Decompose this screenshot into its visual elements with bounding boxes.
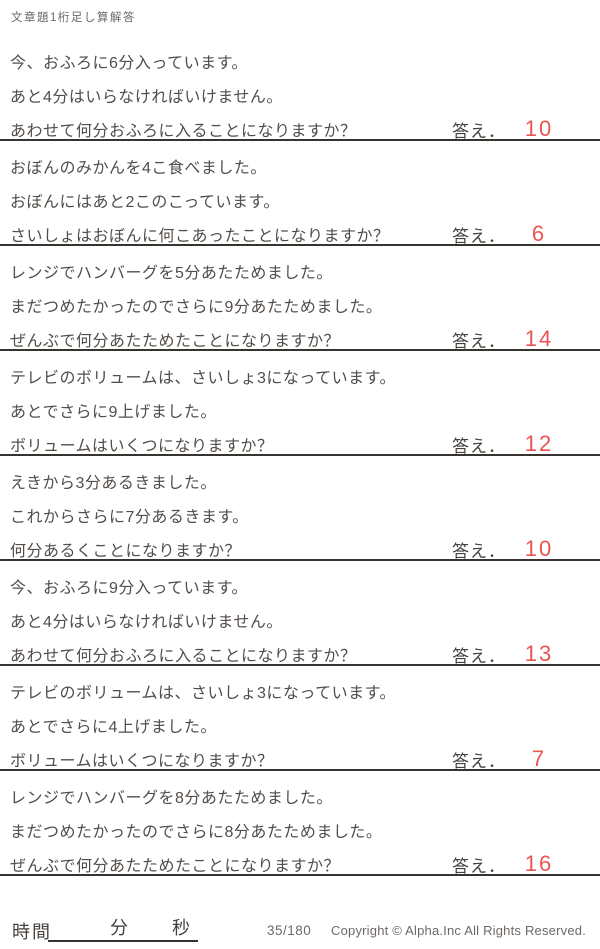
problem-4-question: ボリュームはいくつになりますか？ [10, 438, 274, 455]
problem-6-question-row: あわせて何分おふろに入ることになりますか？ 答え． 13 [0, 637, 600, 671]
problem-5-question-row: 何分あるくことになりますか？ 答え． 10 [0, 532, 600, 566]
problem-8-question-row: ぜんぶで何分あたためたことになりますか？ 答え． 16 [0, 847, 600, 881]
problem-8-sentence-2: まだつめたかったのでさらに8分あたためました。 [10, 824, 383, 841]
answer-label: 答え． [452, 751, 506, 771]
answer-value: 14 [524, 326, 554, 351]
problem-3-sentence-1: レンジでハンバーグを5分あたためました。 [10, 265, 333, 282]
problem-4-sentence-1: テレビのボリュームは、さいしょ3になっています。 [10, 370, 397, 387]
problem-7-question: ボリュームはいくつになりますか？ [10, 753, 274, 770]
answer-value: 7 [531, 746, 547, 771]
seconds-unit-label: 秒 [172, 918, 190, 938]
problem-6-sentence-2: あと4分はいらなければいけません。 [10, 614, 283, 631]
problem-1-question: あわせて何分おふろに入ることになりますか？ [10, 123, 357, 140]
answer-label: 答え． [452, 856, 506, 876]
page-number: 35/180 [267, 923, 312, 938]
answer-label: 答え． [452, 226, 506, 246]
problem-block-4: テレビのボリュームは、さいしょ3になっています。 あとでさらに9上げました。 ボ… [0, 351, 600, 456]
problem-6-sentence-1: 今、おふろに9分入っています。 [10, 580, 248, 597]
answer-label: 答え． [452, 436, 506, 456]
problem-2-sentence-1: おぼんのみかんを4こ食べました。 [10, 160, 267, 177]
problem-7-sentence-2: あとでさらに4上げました。 [10, 719, 217, 736]
answer-value: 12 [524, 431, 554, 456]
problem-8-sentence-1: レンジでハンバーグを8分あたためました。 [10, 790, 333, 807]
problem-5-question: 何分あるくことになりますか？ [10, 543, 242, 560]
page-footer: 時間 分 秒 35/180 Copyright © Alpha.Inc All … [0, 912, 600, 949]
problem-2-question-row: さいしょはおぼんに何こあったことになりますか？ 答え． 6 [0, 217, 600, 251]
problem-list: 今、おふろに6分入っています。 あと4分はいらなければいけません。 あわせて何分… [0, 36, 600, 876]
problem-5-sentence-2: これからさらに7分あるきます。 [10, 509, 249, 526]
problem-3-question-row: ぜんぶで何分あたためたことになりますか？ 答え． 14 [0, 322, 600, 356]
answer-label: 答え． [452, 121, 506, 141]
problem-1-sentence-2: あと4分はいらなければいけません。 [10, 89, 283, 106]
problem-block-3: レンジでハンバーグを5分あたためました。 まだつめたかったのでさらに9分あたため… [0, 246, 600, 351]
problem-5-sentence-1: えきから3分あるきました。 [10, 475, 217, 492]
answer-value: 6 [531, 221, 547, 246]
problem-block-5: えきから3分あるきました。 これからさらに7分あるきます。 何分あるくことになり… [0, 456, 600, 561]
problem-4-question-row: ボリュームはいくつになりますか？ 答え． 12 [0, 427, 600, 461]
answer-value: 16 [524, 851, 554, 876]
answer-value: 13 [524, 641, 554, 666]
time-fill-in-line: 分 秒 [48, 912, 198, 942]
answer-label: 答え． [452, 541, 506, 561]
problem-8-question: ぜんぶで何分あたためたことになりますか？ [10, 858, 341, 875]
problem-1-question-row: あわせて何分おふろに入ることになりますか？ 答え． 10 [0, 112, 600, 146]
answer-label: 答え． [452, 646, 506, 666]
answer-label: 答え． [452, 331, 506, 351]
page-title: 文章題1桁足し算解答 [11, 12, 136, 24]
problem-2-question: さいしょはおぼんに何こあったことになりますか？ [10, 228, 390, 245]
problem-block-7: テレビのボリュームは、さいしょ3になっています。 あとでさらに4上げました。 ボ… [0, 666, 600, 771]
copyright-notice: Copyright © Alpha.Inc All Rights Reserve… [331, 923, 586, 938]
problem-7-question-row: ボリュームはいくつになりますか？ 答え． 7 [0, 742, 600, 776]
problem-3-sentence-2: まだつめたかったのでさらに9分あたためました。 [10, 299, 383, 316]
problem-1-sentence-1: 今、おふろに6分入っています。 [10, 55, 248, 72]
minutes-unit-label: 分 [110, 918, 128, 938]
problem-7-sentence-1: テレビのボリュームは、さいしょ3になっています。 [10, 685, 397, 702]
problem-block-2: おぼんのみかんを4こ食べました。 おぼんにはあと2このこっています。 さいしょは… [0, 141, 600, 246]
problem-2-sentence-2: おぼんにはあと2このこっています。 [10, 194, 280, 211]
problem-block-6: 今、おふろに9分入っています。 あと4分はいらなければいけません。 あわせて何分… [0, 561, 600, 666]
time-label: 時間 [12, 922, 52, 942]
answer-value: 10 [524, 536, 554, 561]
problem-3-question: ぜんぶで何分あたためたことになりますか？ [10, 333, 341, 350]
answer-value: 10 [524, 116, 554, 141]
problem-6-question: あわせて何分おふろに入ることになりますか？ [10, 648, 357, 665]
problem-block-1: 今、おふろに6分入っています。 あと4分はいらなければいけません。 あわせて何分… [0, 36, 600, 141]
problem-4-sentence-2: あとでさらに9上げました。 [10, 404, 217, 421]
problem-block-8: レンジでハンバーグを8分あたためました。 まだつめたかったのでさらに8分あたため… [0, 771, 600, 876]
